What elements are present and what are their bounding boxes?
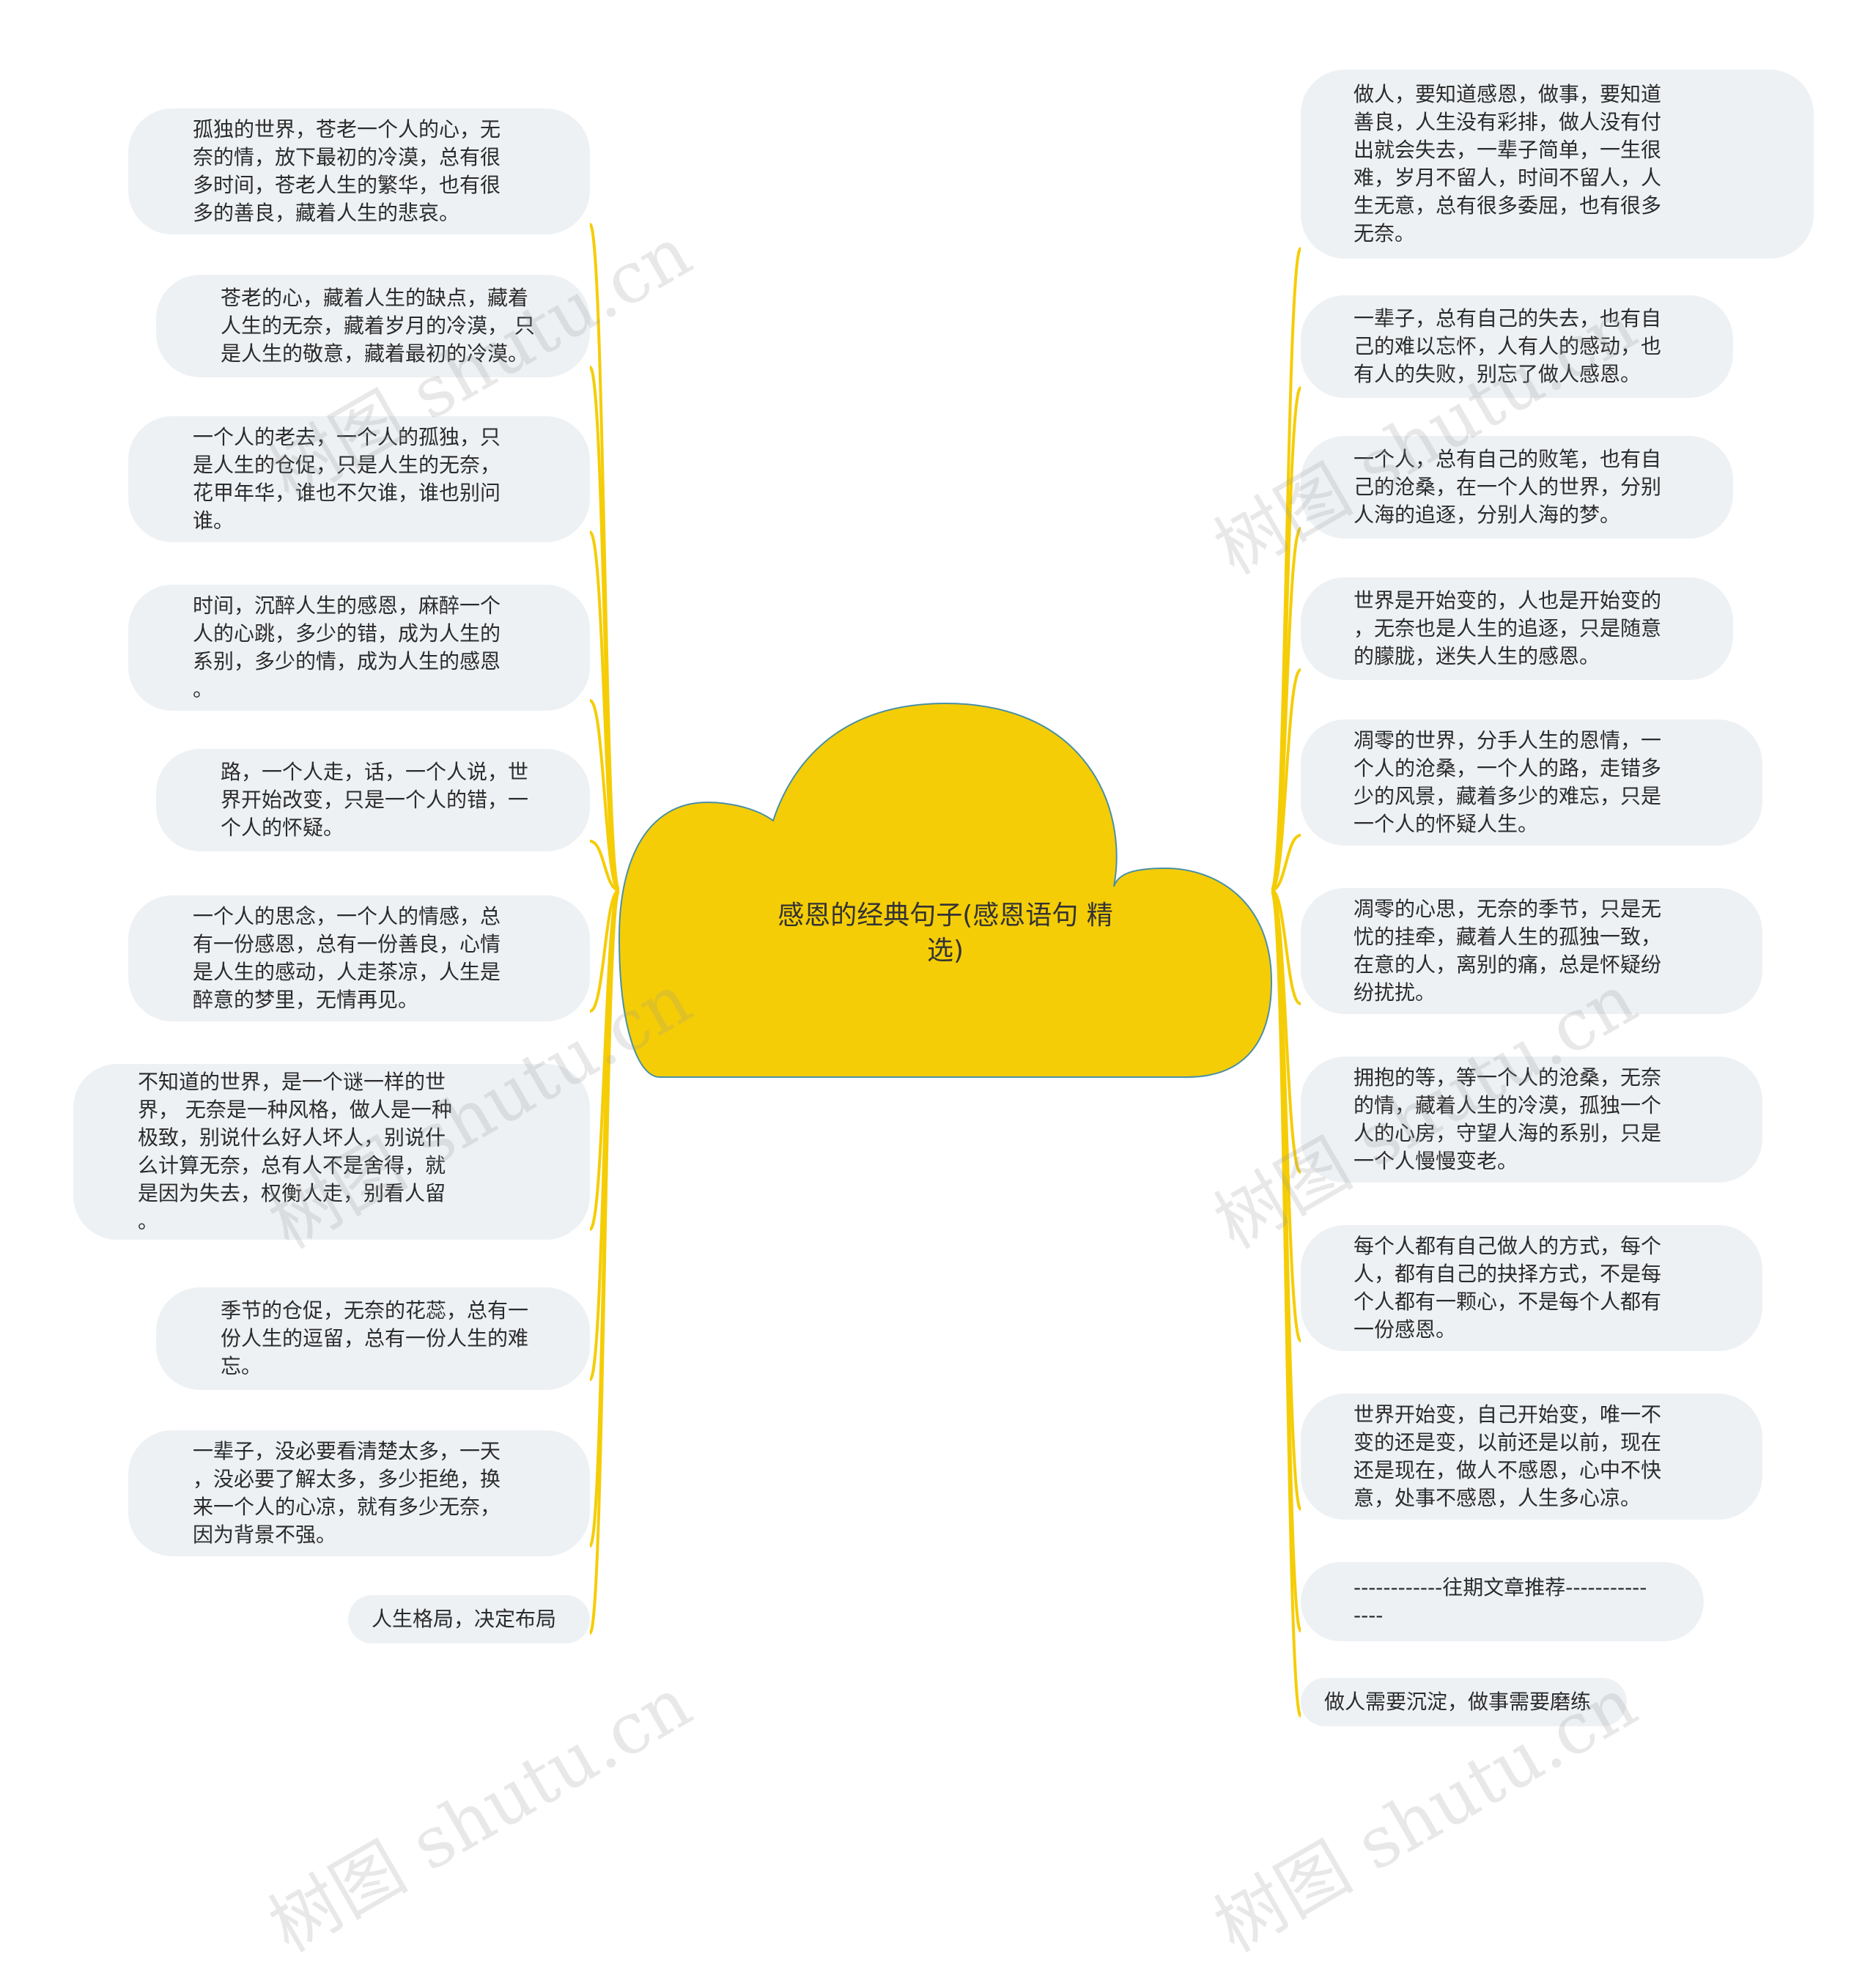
right-branch-line [1270,668,1302,892]
branch-lines [588,223,1302,1717]
right-topic-node[interactable]: 每个人都有自己做人的方式，每个 人，都有自己的抉择方式，不是每 个人都有一颗心，… [1301,1225,1762,1351]
left-topic-node[interactable]: 苍老的心，藏着人生的缺点，藏着 人生的无奈，藏着岁月的冷漠， 只 是人生的敬意，… [156,275,590,377]
right-topic-text: ------------往期文章推荐----------- ---- [1354,1575,1647,1627]
center-cloud-shape[interactable] [618,702,1273,1078]
left-topic-text: 一个人的老去，一个人的孤独，只 是人生的仓促，只是人生的无奈， 花甲年华，谁也不… [193,425,501,533]
mindmap-canvas [588,223,1302,1717]
right-topic-node[interactable]: 一个人，总有自己的败笔，也有自 己的沧桑，在一个人的世界，分别 人海的追逐，分别… [1301,436,1733,539]
left-branch-line [589,889,620,1013]
right-topic-text: 一个人，总有自己的败笔，也有自 己的沧桑，在一个人的世界，分别 人海的追逐，分别… [1354,447,1662,527]
left-topic-node[interactable]: 一辈子，没必要看清楚太多，一天 ，没必要了解太多，多少拒绝，换 来一个人的心凉，… [128,1430,590,1556]
left-topic-text: 人生格局，决定布局 [372,1607,557,1631]
right-topic-node[interactable]: 世界是开始变的，人也是开始变的 ，无奈也是人生的追逐，只是随意 的朦胧，迷失人生… [1301,577,1733,680]
left-branch-line [588,530,621,892]
left-topic-node[interactable]: 孤独的世界，苍老一个人的心，无 奈的情，放下最初的冷漠，总有很 多时间，苍老人生… [128,108,590,234]
right-topic-node[interactable]: 凋零的心思，无奈的季节，只是无 忧的挂牵，藏着人生的孤独一致， 在意的人，离别的… [1301,888,1762,1014]
right-topic-text: 一辈子，总有自己的失去，也有自 己的难以忘怀，人有人的感动，也 有人的失败，别忘… [1354,306,1662,386]
left-topic-node[interactable]: 一个人的老去，一个人的孤独，只 是人生的仓促，只是人生的无奈， 花甲年华，谁也不… [128,416,590,542]
right-topic-node[interactable]: 凋零的世界，分手人生的恩情，一 个人的沧桑，一个人的路，走错多 少的风景，藏着多… [1301,720,1762,846]
left-topic-node[interactable]: 季节的仓促，无奈的花蕊，总有一 份人生的逗留，总有一份人生的难 忘。 [156,1287,590,1390]
right-branch-line [1270,889,1302,1717]
left-topic-text: 季节的仓促，无奈的花蕊，总有一 份人生的逗留，总有一份人生的难 忘。 [221,1298,529,1378]
left-topic-node[interactable]: 时间，沉醉人生的感恩，麻醉一个 人的心跳，多少的错，成为人生的 系别，多少的情，… [128,585,590,711]
left-topic-node[interactable]: 路，一个人走，话，一个人说，世 界开始改变，只是一个人的错，一 个人的怀疑。 [156,749,590,851]
left-topic-text: 孤独的世界，苍老一个人的心，无 奈的情，放下最初的冷漠，总有很 多时间，苍老人生… [193,117,501,225]
right-topic-node[interactable]: 拥抱的等，等一个人的沧桑，无奈 的情，藏着人生的冷漠，孤独一个 人的心房，守望人… [1301,1057,1762,1183]
left-topic-text: 一个人的思念，一个人的情感，总 有一份感恩，总有一份善良，心情 是人生的感动，人… [193,904,501,1012]
right-topic-node[interactable]: 做人需要沉淀，做事需要磨练 [1301,1678,1627,1726]
right-topic-node[interactable]: 世界开始变，自己开始变，唯一不 变的还是变，以前还是以前，现在 还是现在，做人不… [1301,1394,1762,1520]
right-topic-text: 每个人都有自己做人的方式，每个 人，都有自己的抉择方式，不是每 个人都有一颗心，… [1354,1234,1662,1342]
left-topic-node[interactable]: 不知道的世界，是一个谜一样的世 界， 无奈是一种风格，做人是一种 极致，别说什么… [73,1064,590,1240]
left-branch-line [588,699,621,892]
left-topic-text: 路，一个人走，话，一个人说，世 界开始改变，只是一个人的错，一 个人的怀疑。 [221,760,529,840]
right-topic-node[interactable]: 做人，要知道感恩，做事，要知道 善良，人生没有彩排，做人没有付 出就会失去，一辈… [1301,70,1814,259]
left-branch-line [589,840,620,892]
left-topic-node[interactable]: 一个人的思念，一个人的情感，总 有一份感恩，总有一份善良，心情 是人生的感动，人… [128,895,590,1021]
right-topic-text: 凋零的心思，无奈的季节，只是无 忧的挂牵，藏着人生的孤独一致， 在意的人，离别的… [1354,897,1662,1005]
left-topic-text: 时间，沉醉人生的感恩，麻醉一个 人的心跳，多少的错，成为人生的 系别，多少的情，… [193,593,501,701]
left-topic-node[interactable]: 人生格局，决定布局 [348,1595,590,1643]
center-topic-label[interactable]: 感恩的经典句子(感恩语句 精选) [778,901,1113,966]
right-topic-text: 拥抱的等，等一个人的沧桑，无奈 的情，藏着人生的冷漠，孤独一个 人的心房，守望人… [1354,1065,1662,1173]
right-branch-line [1270,386,1302,892]
left-branch-line [588,889,621,1635]
left-topic-text: 一辈子，没必要看清楚太多，一天 ，没必要了解太多，多少拒绝，换 来一个人的心凉，… [193,1439,501,1547]
right-topic-text: 世界开始变，自己开始变，唯一不 变的还是变，以前还是以前，现在 还是现在，做人不… [1354,1402,1662,1510]
right-topic-node[interactable]: ------------往期文章推荐----------- ---- [1301,1562,1704,1641]
right-topic-text: 世界是开始变的，人也是开始变的 ，无奈也是人生的追逐，只是随意 的朦胧，迷失人生… [1354,588,1662,668]
left-topic-text: 苍老的心，藏着人生的缺点，藏着 人生的无奈，藏着岁月的冷漠， 只 是人生的敬意，… [221,286,535,366]
right-topic-node[interactable]: 一辈子，总有自己的失去，也有自 己的难以忘怀，人有人的感动，也 有人的失败，别忘… [1301,295,1733,398]
right-branch-line [1271,889,1301,1005]
right-topic-text: 凋零的世界，分手人生的恩情，一 个人的沧桑，一个人的路，走错多 少的风景，藏着多… [1354,728,1662,836]
left-topic-text: 不知道的世界，是一个谜一样的世 界， 无奈是一种风格，做人是一种 极致，别说什么… [138,1070,452,1233]
right-topic-text: 做人，要知道感恩，做事，要知道 善良，人生没有彩排，做人没有付 出就会失去，一辈… [1354,82,1662,245]
right-branch-line [1271,834,1301,892]
right-topic-text: 做人需要沉淀，做事需要磨练 [1324,1690,1592,1714]
